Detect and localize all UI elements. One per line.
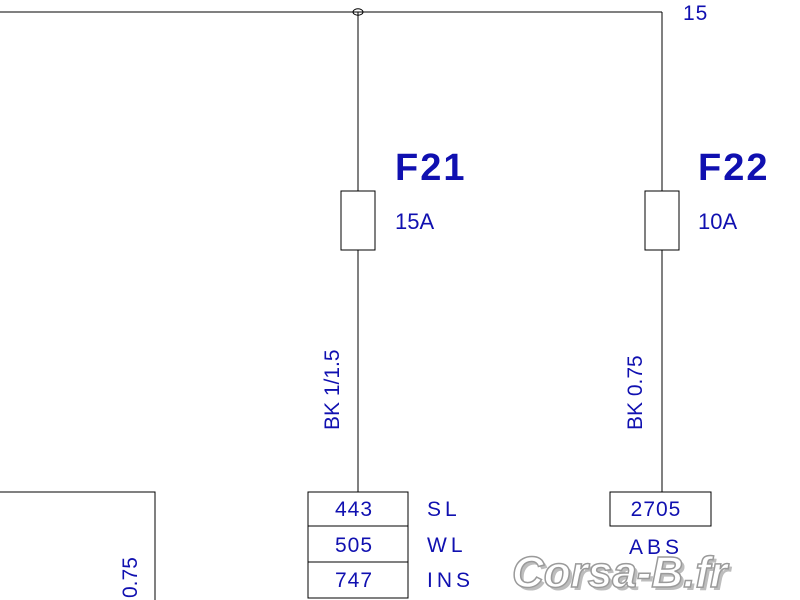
terminal-747: 747 <box>335 569 373 592</box>
connector-cell-747 <box>307 561 409 599</box>
fuse-f21-rating: 15A <box>395 209 434 234</box>
terminal-443: 443 <box>335 498 373 521</box>
left-wire-gauge: 0.75 <box>119 557 142 598</box>
watermark-shadow: Corsa-B.fr <box>515 551 733 600</box>
fuse-f22-rating: 10A <box>698 209 737 234</box>
terminal-2705: 2705 <box>631 498 682 521</box>
f21-wire-spec: BK 1/1.5 <box>321 349 344 430</box>
fuse-f21-symbol <box>340 190 376 251</box>
terminal-505: 505 <box>335 534 373 557</box>
supply-terminal-label: 15 <box>683 2 708 25</box>
left-component-outline <box>0 491 156 600</box>
connector-cell-2705 <box>609 491 712 527</box>
fuse-f21-label: F21 <box>395 147 466 189</box>
circuit-sl: SL <box>427 498 461 521</box>
fuse-f22-symbol <box>644 190 680 251</box>
f22-wire-spec: BK 0.75 <box>624 355 647 430</box>
connector-cell-505 <box>307 525 409 563</box>
fuse-f22-label: F22 <box>698 147 769 189</box>
circuit-ins: INS <box>427 569 474 592</box>
watermark-logo: Corsa-B.fr <box>512 548 730 597</box>
circuit-abs: ABS <box>629 536 683 559</box>
circuit-wl: WL <box>427 534 467 557</box>
